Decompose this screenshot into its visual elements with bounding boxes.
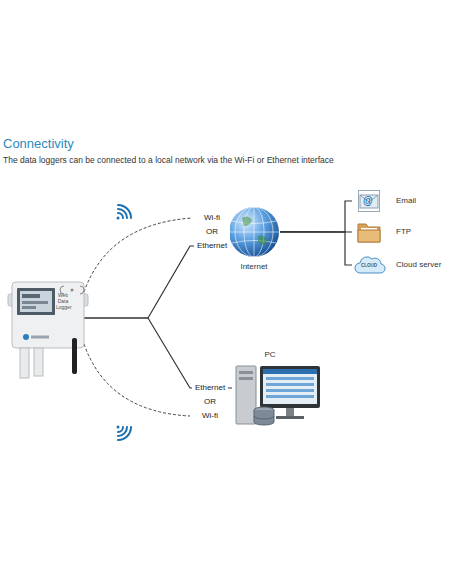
wifi-symbol — [117, 205, 132, 220]
globe-illustration — [228, 206, 280, 258]
node-label: Cloud server — [396, 260, 441, 270]
subtitle: The data loggers can be connected to a l… — [3, 155, 334, 165]
connector-line — [84, 246, 228, 318]
computer-illustration — [232, 362, 324, 428]
node-label: PC — [260, 350, 280, 360]
connector-line — [280, 232, 352, 265]
wireless-link — [84, 218, 192, 292]
pc-computer: PC — [232, 350, 324, 430]
connection-label: Ethernet OR Wi-fi — [192, 381, 228, 423]
cloud-icon-text: CLOUD — [361, 263, 377, 269]
internet-globe: Internet — [228, 206, 280, 276]
at-symbol: @ — [363, 195, 373, 206]
connection-label: Wi-fi OR Ethernet — [194, 211, 230, 253]
node-label: FTP — [396, 227, 411, 237]
folder-icon — [357, 221, 381, 243]
data-logger-illustration — [8, 282, 88, 382]
data-logger: Web Data Logger — [12, 282, 84, 354]
cloud-service: Cloud serverCLOUD — [352, 254, 432, 276]
wireless-link — [84, 344, 190, 416]
ftp-service: FTP — [352, 221, 432, 243]
node-label: Email — [396, 196, 416, 206]
wifi-symbol — [117, 426, 132, 441]
email-service: Email @ — [352, 190, 432, 212]
title: Connectivity — [3, 136, 74, 151]
connector-line — [84, 318, 232, 388]
node-label: Web Data Logger — [56, 292, 70, 310]
connector-line — [280, 201, 352, 232]
node-label: Internet — [228, 262, 280, 272]
